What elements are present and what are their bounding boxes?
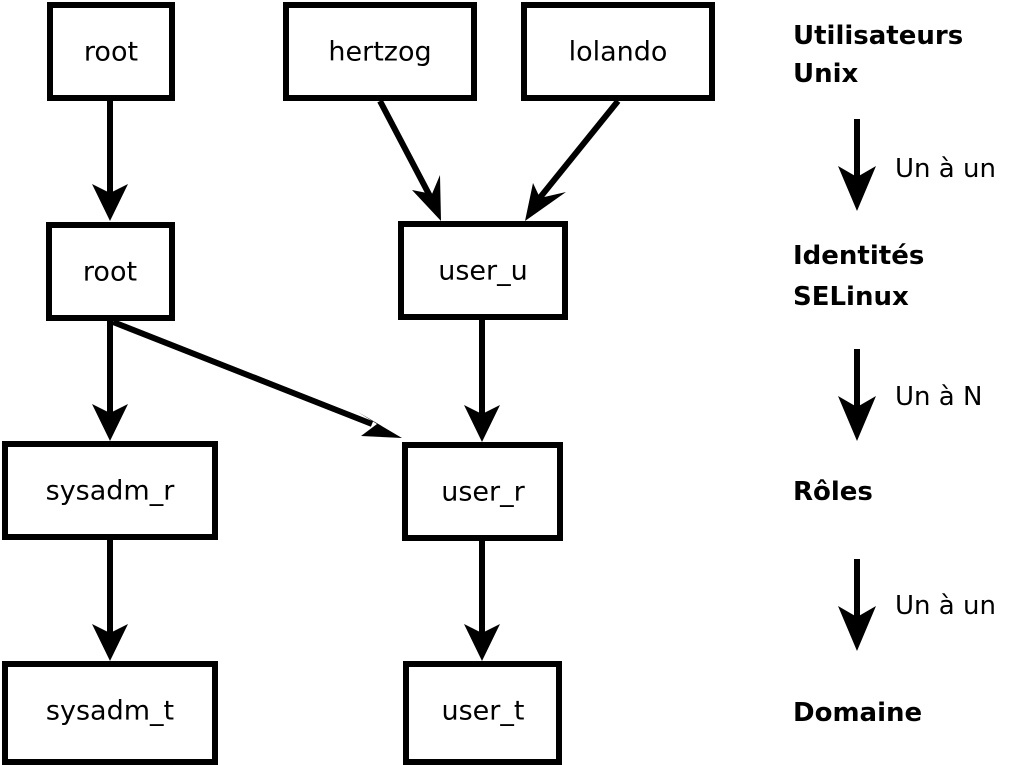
legend-arrow-label-first: Un à un [895, 154, 996, 184]
node-label-identity-root: root [83, 257, 137, 288]
legend-group: Utilisateurs Unix Un à un Identités SELi… [793, 21, 996, 728]
node-unix-root[interactable]: root [47, 2, 175, 101]
legend-arrow-one-to-one-second: Un à un [838, 559, 996, 651]
legend-heading-unix-users-line1: Utilisateurs [793, 21, 963, 51]
legend-item-domain: Domaine [793, 698, 922, 728]
node-label-identity-user-u: user_u [438, 256, 528, 287]
legend-heading-domain: Domaine [793, 698, 922, 728]
node-unix-lolando[interactable]: lolando [521, 2, 715, 101]
edge-user-r-to-user-t [464, 541, 500, 661]
edge-lolando-to-user-u [525, 99, 621, 221]
edge-hertzog-to-user-u [377, 99, 441, 221]
legend-heading-roles: Rôles [793, 477, 873, 507]
legend-arrow-one-to-n: Un à N [838, 349, 982, 441]
node-label-unix-hertzog: hertzog [328, 37, 431, 68]
node-label-unix-lolando: lolando [569, 37, 668, 68]
node-label-role-sysadm-r: sysadm_r [46, 476, 176, 507]
node-identity-root[interactable]: root [46, 222, 175, 321]
node-domain-user-t[interactable]: user_t [403, 661, 562, 765]
node-role-user-r[interactable]: user_r [402, 442, 563, 541]
legend-arrow-label-third: Un à un [895, 591, 996, 621]
legend-heading-selinux-identities-line1: Identités [793, 241, 924, 271]
node-role-sysadm-r[interactable]: sysadm_r [2, 441, 218, 540]
legend-item-roles: Rôles [793, 477, 873, 507]
legend-item-unix-users: Utilisateurs Unix [793, 21, 963, 89]
legend-item-selinux-identities: Identités SELinux [793, 241, 924, 312]
edge-unix-root-to-identity-root [92, 101, 128, 221]
node-unix-hertzog[interactable]: hertzog [283, 2, 477, 101]
node-domain-sysadm-t[interactable]: sysadm_t [2, 661, 218, 765]
node-label-domain-sysadm-t: sysadm_t [46, 696, 174, 727]
legend-arrow-one-to-one-first: Un à un [838, 119, 996, 211]
legend-arrow-label-second: Un à N [895, 382, 982, 412]
edge-identity-root-to-sysadm-r [92, 321, 128, 441]
node-identity-user-u[interactable]: user_u [398, 221, 568, 320]
edges-group [92, 99, 621, 661]
node-label-domain-user-t: user_t [442, 696, 525, 727]
legend-heading-unix-users-line2: Unix [793, 59, 859, 89]
legend-heading-selinux-identities-line2: SELinux [793, 282, 909, 312]
node-label-role-user-r: user_r [441, 477, 525, 508]
nodes-group: root hertzog lolando root user_u sysadm_ [2, 2, 715, 765]
node-label-unix-root: root [84, 37, 138, 68]
edge-user-u-to-user-r [464, 320, 500, 442]
edge-sysadm-r-to-sysadm-t [92, 540, 128, 661]
edge-identity-root-to-user-r [111, 319, 402, 438]
